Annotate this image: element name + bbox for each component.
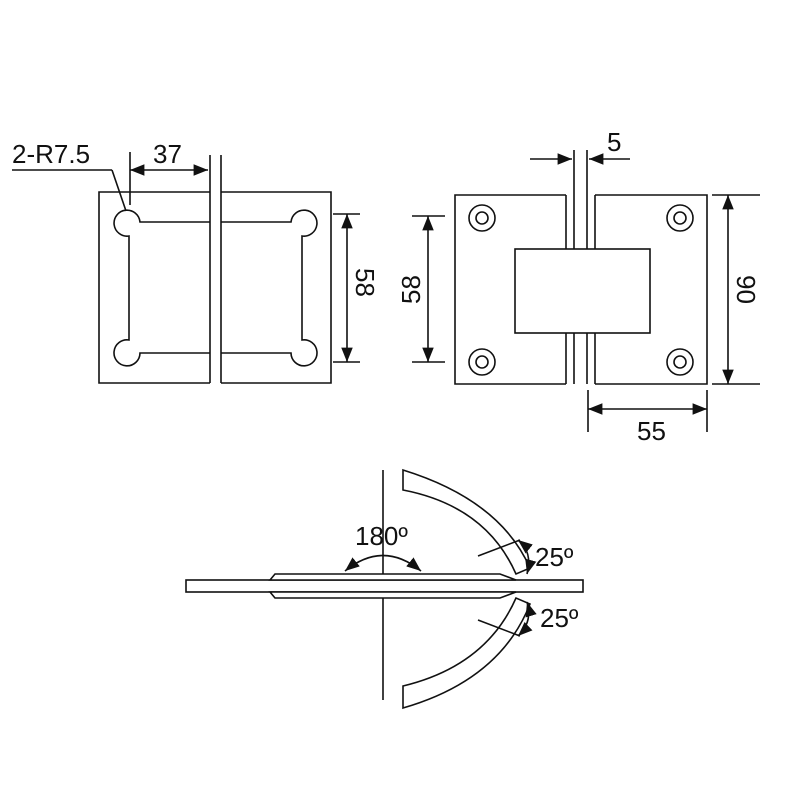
angle-25-top-arc [517, 539, 537, 575]
top-swing-arm [402, 468, 532, 576]
hinge-left-leaf [454, 194, 566, 385]
radius-leader [111, 169, 127, 212]
left-clamp-plate [98, 191, 210, 384]
right-plate-slot-outline [221, 209, 318, 367]
glass-panel [185, 579, 584, 593]
screw-icon [666, 204, 694, 232]
bottom-view-rotation: 180º 25º 25º [185, 468, 584, 710]
dim-58-left-label: 58 [350, 268, 380, 297]
hinge-right-leaf [595, 194, 708, 385]
angle-25-top-label: 25º [535, 542, 574, 572]
angle-25-guide [477, 539, 521, 557]
bottom-swing-arm [402, 596, 532, 710]
screw-icon [666, 348, 694, 376]
angle-25-guide [477, 619, 521, 637]
angle-180-arc [344, 554, 422, 572]
dim-58-right-label: 58 [396, 275, 426, 304]
hinge-body-bottom [268, 591, 517, 599]
angle-25-bottom-label: 25º [540, 603, 579, 633]
angle-25-bottom-arc [517, 601, 537, 637]
dim-37-label: 37 [153, 139, 182, 169]
left-view-clamp-plates: 2-R7.5 37 58 [12, 139, 380, 384]
screw-icon [468, 348, 496, 376]
hinge-center-body [514, 248, 651, 334]
right-clamp-plate [221, 191, 332, 384]
dim-55-label: 55 [637, 416, 666, 446]
right-view-hinge-front: 5 58 90 55 [396, 127, 761, 446]
radius-label: 2-R7.5 [12, 139, 90, 169]
hinge-body-top [268, 573, 517, 581]
dim-90-label: 90 [731, 275, 761, 304]
angle-180-label: 180º [355, 521, 408, 551]
left-plate-slot-outline [113, 209, 210, 367]
dim-5-label: 5 [607, 127, 621, 157]
screw-icon [468, 204, 496, 232]
